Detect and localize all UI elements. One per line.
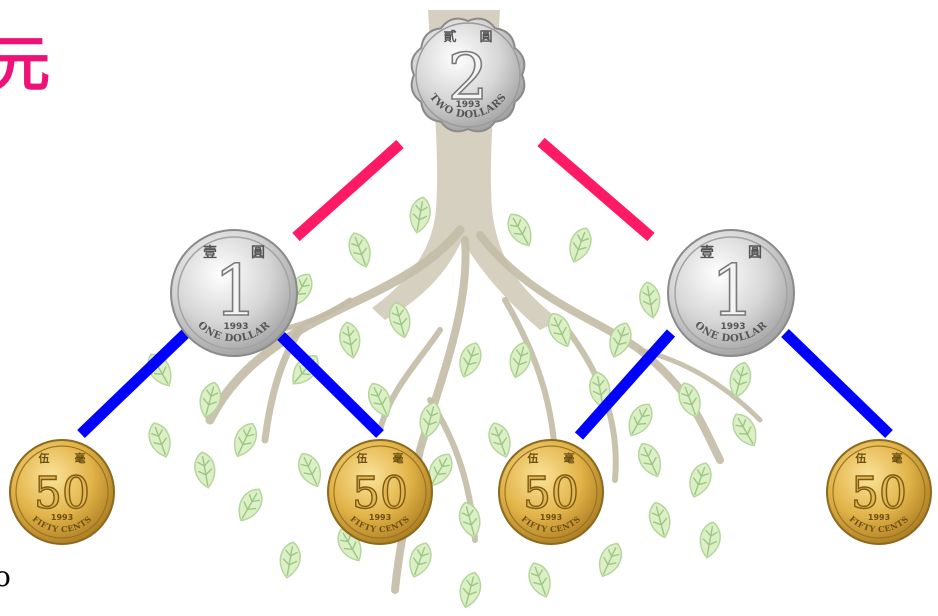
edge-root-left bbox=[296, 144, 400, 237]
coin-one-dollar-right: 壹 圓 1 1993 ONE DOLLAR bbox=[668, 230, 794, 356]
coin-denomination: 50 bbox=[851, 468, 907, 519]
leaf bbox=[455, 340, 486, 381]
coin-char-left: 伍 bbox=[356, 451, 368, 465]
coin-year: 1993 bbox=[223, 322, 248, 332]
leaf bbox=[685, 460, 716, 501]
leaf bbox=[503, 210, 538, 251]
coin-char-left: 伍 bbox=[855, 451, 867, 465]
leaf bbox=[646, 500, 674, 540]
coin-char-right: 毫 bbox=[892, 451, 903, 465]
leaf bbox=[196, 380, 224, 420]
coin-year: 1993 bbox=[455, 100, 480, 110]
coin-char-right: 毫 bbox=[75, 451, 86, 465]
leaf bbox=[277, 541, 302, 580]
coin-denomination: 50 bbox=[523, 468, 579, 519]
leaf bbox=[192, 451, 217, 490]
leaf bbox=[594, 540, 627, 581]
leaf bbox=[416, 400, 444, 440]
coin-denomination: 50 bbox=[34, 468, 90, 519]
leaf bbox=[233, 485, 268, 526]
coin-year: 1993 bbox=[540, 513, 562, 522]
leaf bbox=[407, 196, 432, 235]
bottom-fragment: o bbox=[0, 560, 11, 593]
leaf bbox=[229, 420, 262, 461]
edge-left-rightchild bbox=[281, 336, 380, 434]
coin-year: 1993 bbox=[868, 513, 890, 522]
leaf bbox=[634, 440, 667, 481]
leaf bbox=[605, 320, 636, 361]
coin-year: 1993 bbox=[51, 513, 73, 522]
coin-char-left: 伍 bbox=[527, 451, 539, 465]
coin-year: 1993 bbox=[720, 322, 745, 332]
coin-char-right: 毫 bbox=[393, 451, 404, 465]
leaf bbox=[485, 420, 516, 461]
leaf bbox=[294, 450, 327, 491]
coin-char-left: 伍 bbox=[38, 451, 50, 465]
leaf bbox=[565, 225, 596, 266]
leaf bbox=[405, 540, 436, 581]
coin-char-right: 毫 bbox=[564, 451, 575, 465]
leaf bbox=[145, 420, 176, 461]
coin-one-dollar-left: 壹 圓 1 1993 ONE DOLLAR bbox=[171, 230, 297, 356]
edge-root-right bbox=[541, 142, 651, 237]
coin-two-dollars: 貳 圓 2 1993 TWO DOLLARS bbox=[412, 19, 525, 132]
coin-denomination: 50 bbox=[352, 468, 408, 519]
leaf bbox=[623, 400, 658, 441]
edge-right-rightchild bbox=[785, 333, 889, 434]
leaf bbox=[345, 230, 376, 271]
coin-fifty-cents-4: 伍 毫 50 1993 FIFTY CENTS bbox=[827, 440, 931, 544]
coin-fifty-cents-2: 伍 毫 50 1993 FIFTY CENTS bbox=[328, 440, 432, 544]
title-fragment: 元 bbox=[0, 30, 50, 100]
leaf bbox=[525, 560, 556, 601]
leaf bbox=[456, 570, 484, 610]
coin-fifty-cents-3: 伍 毫 50 1993 FIFTY CENTS bbox=[499, 440, 603, 544]
leaf bbox=[697, 521, 722, 560]
leaf bbox=[456, 500, 484, 540]
coin-year: 1993 bbox=[369, 513, 391, 522]
leaf bbox=[337, 321, 362, 360]
coin-denomination: 1 bbox=[711, 250, 756, 332]
coin-denomination: 1 bbox=[214, 250, 259, 332]
coin-fifty-cents-1: 伍 毫 50 1993 FIFTY CENTS bbox=[10, 440, 114, 544]
leaf bbox=[637, 281, 662, 320]
